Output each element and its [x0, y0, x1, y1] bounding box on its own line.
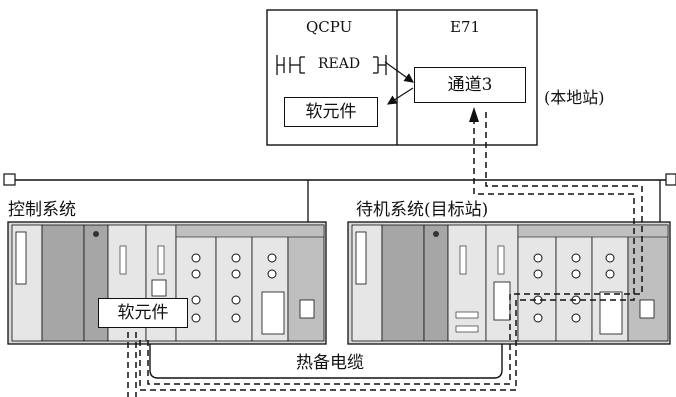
local-station-label: (本地站)	[544, 88, 605, 107]
bus-terminator-right	[665, 173, 676, 186]
tracking-cable	[149, 344, 503, 379]
tracking-cable-label: 热备电缆	[292, 355, 368, 372]
ladder-rung	[276, 55, 387, 75]
standby-system-label: 待机系统(目标站)	[356, 200, 489, 220]
control-rack	[7, 221, 327, 345]
cpu-device-box: 软元件	[284, 97, 378, 127]
control-device-box: 软元件	[98, 298, 188, 328]
read-instruction: READ	[318, 56, 361, 72]
control-system-label: 控制系统	[8, 200, 76, 220]
data-path-arrowhead	[469, 107, 479, 122]
bus-terminator-left	[3, 173, 16, 186]
e71-label: E71	[450, 18, 481, 36]
standby-rack	[347, 221, 671, 345]
data-path-dashed	[127, 112, 643, 397]
read-arrow	[384, 61, 414, 83]
qcpu-label: QCPU	[306, 18, 353, 36]
channel-box: 通道3	[414, 67, 526, 103]
data-arrow	[386, 87, 414, 105]
